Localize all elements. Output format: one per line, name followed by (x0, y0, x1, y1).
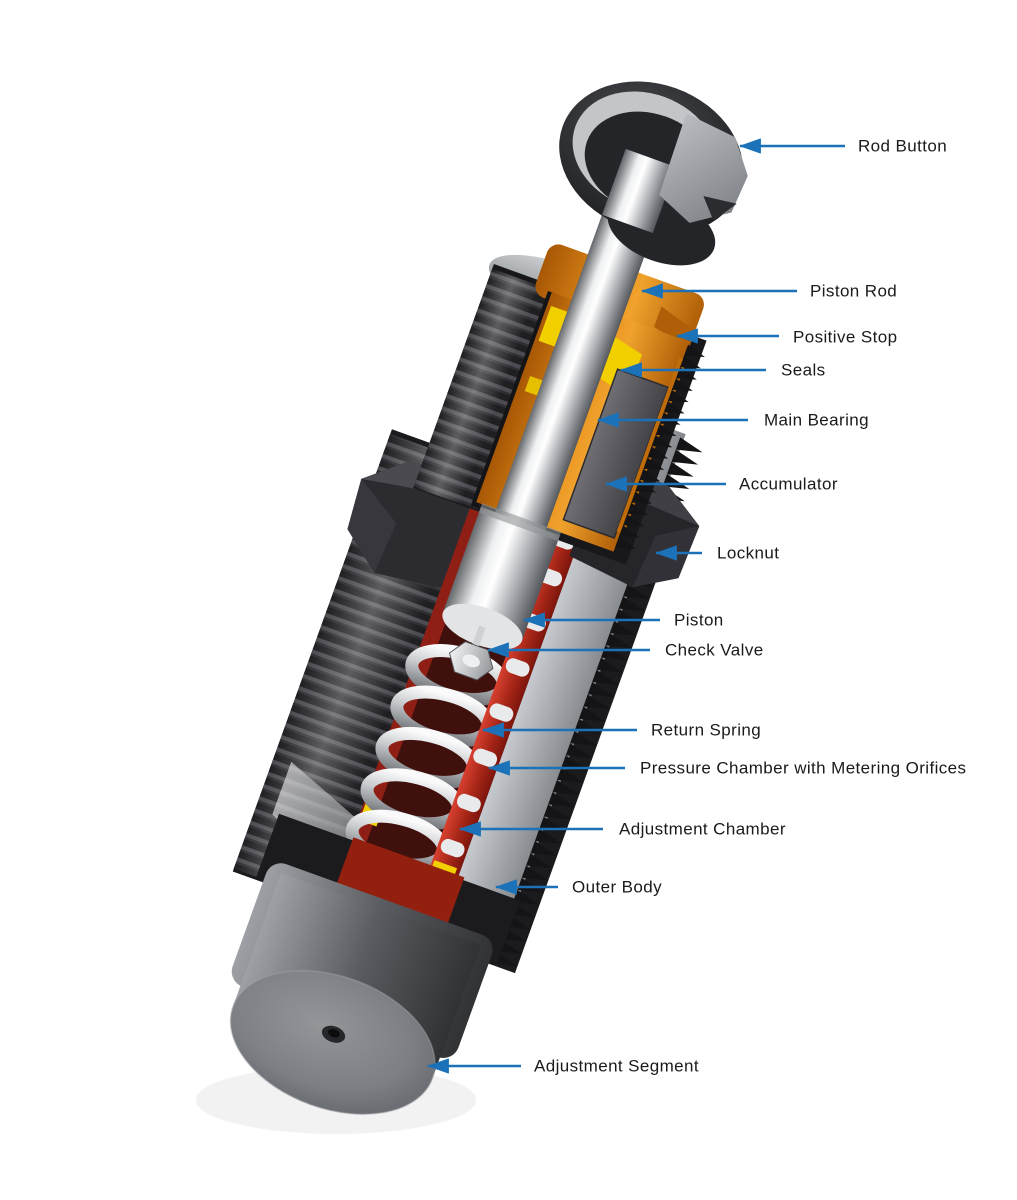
label-locknut: Locknut (717, 543, 780, 563)
adjustment-segment (229, 813, 520, 1115)
label-outer-body: Outer Body (572, 877, 662, 897)
label-accumulator: Accumulator (739, 474, 838, 494)
label-piston: Piston (674, 610, 724, 630)
label-check-valve: Check Valve (665, 640, 764, 660)
label-return-spring: Return Spring (651, 720, 762, 740)
label-seals: Seals (781, 360, 826, 380)
label-adjustment-segment: Adjustment Segment (534, 1056, 700, 1076)
shock-absorber-body (229, 81, 748, 1115)
label-rod-button: Rod Button (858, 136, 948, 156)
label-piston-rod: Piston Rod (810, 281, 898, 301)
rod-button (559, 81, 748, 266)
upper-thread-sawtooth (614, 344, 705, 549)
label-positive-stop: Positive Stop (793, 327, 898, 347)
label-pressure-chamber: Pressure Chamber with Metering Orifices (640, 758, 967, 778)
callout-arrows (426, 138, 845, 1074)
check-valve (448, 625, 494, 681)
label-adjustment-chamber: Adjustment Chamber (619, 819, 786, 839)
label-main-bearing: Main Bearing (764, 410, 869, 430)
piston (442, 503, 562, 650)
